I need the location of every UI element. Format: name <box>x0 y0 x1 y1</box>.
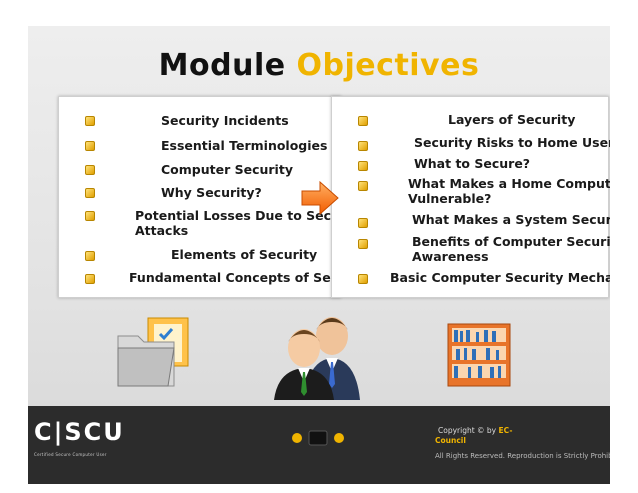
slide: Module Objectives Security Incidents Ess… <box>28 26 610 484</box>
list-item: What Makes a Home Computer <box>408 176 610 191</box>
list-item: Essential Terminologies <box>161 138 328 153</box>
list-item: Potential Losses Due to Security <box>135 208 365 223</box>
list-item: Security Risks to Home Users <box>414 135 610 150</box>
slide-nav-icon <box>292 430 344 446</box>
bullet-icon <box>358 161 368 171</box>
list-item-continuation: Vulnerable? <box>408 191 492 206</box>
users-icon <box>274 317 360 400</box>
bullet-icon <box>358 218 368 228</box>
footer: C|SCU Certified Secure Computer User Cop… <box>28 406 610 484</box>
bullet-icon <box>85 274 95 284</box>
arrow-right-icon <box>301 180 339 216</box>
bullet-icon <box>358 239 368 249</box>
bullet-icon <box>358 274 368 284</box>
list-item: Elements of Security <box>171 247 318 262</box>
list-item-continuation: Awareness <box>412 249 489 264</box>
council-text: Council <box>435 436 466 445</box>
bullet-icon <box>358 181 368 191</box>
title-main: Module <box>158 48 297 83</box>
bullet-icon <box>358 116 368 126</box>
list-item: What to Secure? <box>414 156 531 171</box>
bullet-icon <box>85 141 95 151</box>
bullet-icon <box>358 141 368 151</box>
objectives-left-panel: Security Incidents Essential Terminologi… <box>58 96 372 298</box>
bullet-icon <box>85 251 95 261</box>
cscu-logo: C|SCU <box>34 418 125 446</box>
list-item: Basic Computer Security Mechanisms <box>390 270 610 285</box>
list-item: Benefits of Computer Security <box>412 234 610 249</box>
folder-checklist-icon <box>117 317 189 387</box>
title-accent: Objectives <box>296 48 480 83</box>
list-item: Computer Security <box>161 162 293 177</box>
list-item: What Makes a System Secure? <box>412 212 610 227</box>
list-item: Why Security? <box>161 185 262 200</box>
list-item: Layers of Security <box>448 112 576 127</box>
objectives-right-panel: Layers of Security Security Risks to Hom… <box>331 96 610 298</box>
list-item: Fundamental Concepts of Security <box>129 270 372 285</box>
bullet-icon <box>85 165 95 175</box>
copyright-text: Copyright © by EC- <box>438 426 513 435</box>
bookshelf-icon <box>447 323 511 387</box>
bullet-icon <box>85 188 95 198</box>
list-item-continuation: Attacks <box>135 223 189 238</box>
bullet-icon <box>85 116 95 126</box>
page-title: Module Objectives <box>28 48 610 83</box>
logo-tagline: Certified Secure Computer User <box>34 452 107 457</box>
bullet-icon <box>85 211 95 221</box>
list-item: Security Incidents <box>161 113 289 128</box>
rights-text: All Rights Reserved. Reproduction is Str… <box>435 452 610 460</box>
